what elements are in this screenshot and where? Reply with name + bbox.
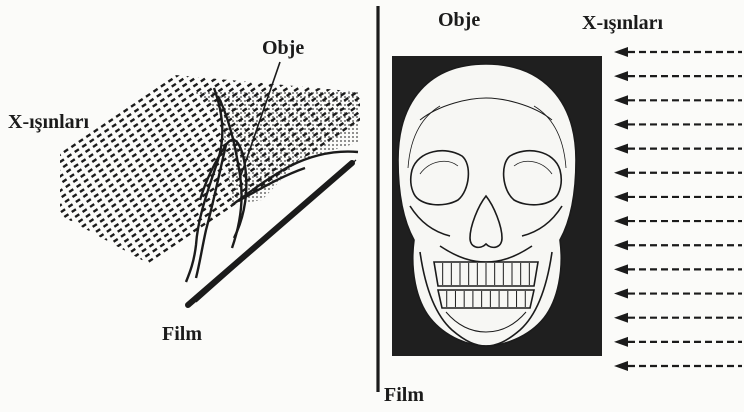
right-xray-label: X-ışınları bbox=[582, 13, 663, 33]
xray-arrow bbox=[614, 168, 742, 178]
xray-arrow bbox=[614, 119, 742, 129]
right-panel bbox=[392, 47, 742, 371]
xray-arrow bbox=[614, 95, 742, 105]
xray-arrow bbox=[614, 313, 742, 323]
xray-arrow bbox=[614, 47, 742, 57]
xray-arrow bbox=[614, 144, 742, 154]
xray-arrows bbox=[614, 47, 742, 371]
xray-arrow bbox=[614, 289, 742, 299]
left-object-label: Obje bbox=[262, 38, 304, 58]
right-object-label: Obje bbox=[438, 10, 480, 30]
xray-arrow bbox=[614, 71, 742, 81]
xray-arrow bbox=[614, 192, 742, 202]
xray-arrow bbox=[614, 337, 742, 347]
left-film-label: Film bbox=[162, 324, 202, 344]
xray-arrow bbox=[614, 264, 742, 274]
xray-arrow bbox=[614, 361, 742, 371]
xray-arrow bbox=[614, 216, 742, 226]
left-panel bbox=[0, 0, 423, 412]
right-film-label: Film bbox=[384, 385, 424, 405]
xray-arrow bbox=[614, 240, 742, 250]
skull-object bbox=[398, 64, 576, 346]
left-xray-label: X-ışınları bbox=[8, 112, 89, 132]
